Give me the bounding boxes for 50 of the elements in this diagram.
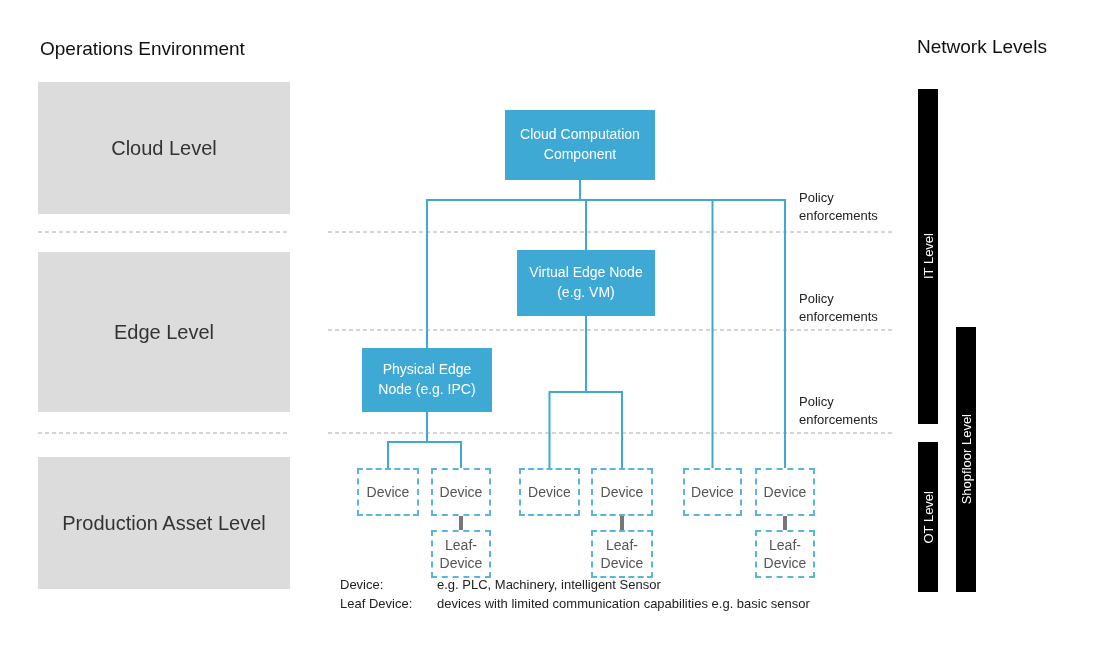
device-box [591,468,653,516]
bar-label: OT Level [920,490,936,544]
device-label: Device [439,482,483,502]
device-label: Device [691,482,734,502]
connector-line [585,315,623,469]
policy-note: Policy enforcements [799,189,879,226]
legend-definition: devices with limited communication capabilities e.g. basic sensor [437,595,810,613]
policy-note: Policy enforcements [799,290,879,327]
box-label: Virtual Edge Node (e.g. VM) [528,263,644,302]
device-label: Device [366,482,410,502]
network-level-bar [918,442,938,592]
network-level-bar [918,89,938,424]
device-box [431,468,491,516]
legend-definition: e.g. PLC, Machinery, intelligent Sensor [437,576,661,594]
level-panel [38,457,290,589]
bar-label: IT Level [920,233,936,280]
link-line [620,516,624,530]
network-level-bar [956,327,976,592]
level-label: Cloud Level [111,136,217,160]
level-panel [38,82,290,214]
device-box [683,468,742,516]
process-box [362,348,492,412]
box-label: Cloud Computation Component [519,125,641,164]
device-label: Leaf-Device [438,535,484,573]
device-box [519,468,580,516]
level-panel [38,252,290,412]
bar-label: Shopfloor Level [958,414,974,505]
device-box [755,530,815,578]
level-label: Edge Level [113,320,215,344]
device-label: Device [763,482,807,502]
device-box [431,530,491,578]
legend-term: Leaf Device: [340,595,413,613]
link-line [459,516,463,530]
link-line [783,516,787,530]
device-box [755,468,815,516]
device-label: Device [528,482,571,502]
box-label: Physical Edge Node (e.g. IPC) [377,360,477,399]
level-label: Production Asset Level [62,511,266,535]
device-label: Leaf-Device [762,535,808,573]
process-box [517,250,655,316]
column-heading: Network Levels [917,35,1047,59]
column-heading: Operations Environment [40,37,245,61]
policy-note: Policy enforcements [799,393,879,430]
device-box [357,468,419,516]
device-label: Device [600,482,644,502]
device-label: Leaf-Device [599,535,645,573]
process-box [505,110,655,180]
device-box [591,530,653,578]
connector-line [426,411,462,469]
legend-term: Device: [340,576,384,594]
